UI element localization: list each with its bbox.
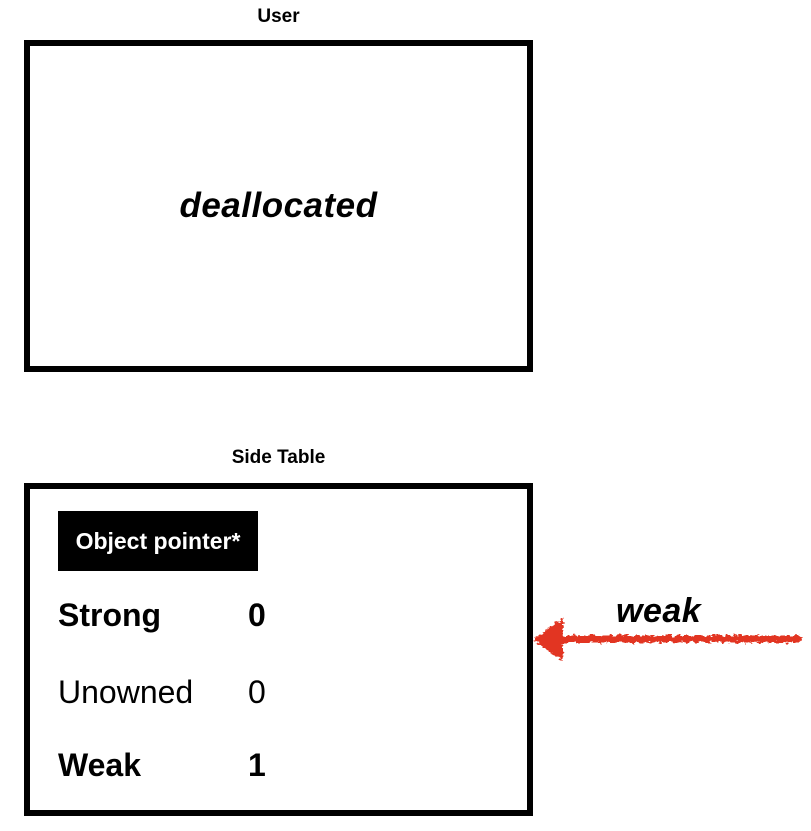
weak-arrow-icon [533,618,803,661]
weak-count-value: 1 [248,747,266,783]
weak-count-label: Weak [58,747,142,783]
unowned-count-label: Unowned [58,674,194,710]
deallocated-text: deallocated [179,186,378,225]
unowned-count-value: 0 [248,674,266,710]
weak-arrow-head [533,618,563,661]
unowned-count-row: Unowned 0 [58,674,266,710]
side-table-title: Side Table [231,447,326,468]
object-pointer-badge-label: Object pointer* [75,527,241,554]
user-box-title: User [257,6,300,27]
strong-count-row: Strong 0 [58,597,266,633]
strong-count-value: 0 [248,597,266,633]
side-table-box: Object pointer* Strong 0 Unowned 0 Weak 1 [24,483,533,816]
weak-count-row: Weak 1 [58,747,266,783]
user-box: deallocated [24,40,533,372]
object-pointer-badge: Object pointer* [58,511,258,571]
strong-count-label: Strong [58,597,162,633]
weak-arrow-label: weak [616,592,702,630]
